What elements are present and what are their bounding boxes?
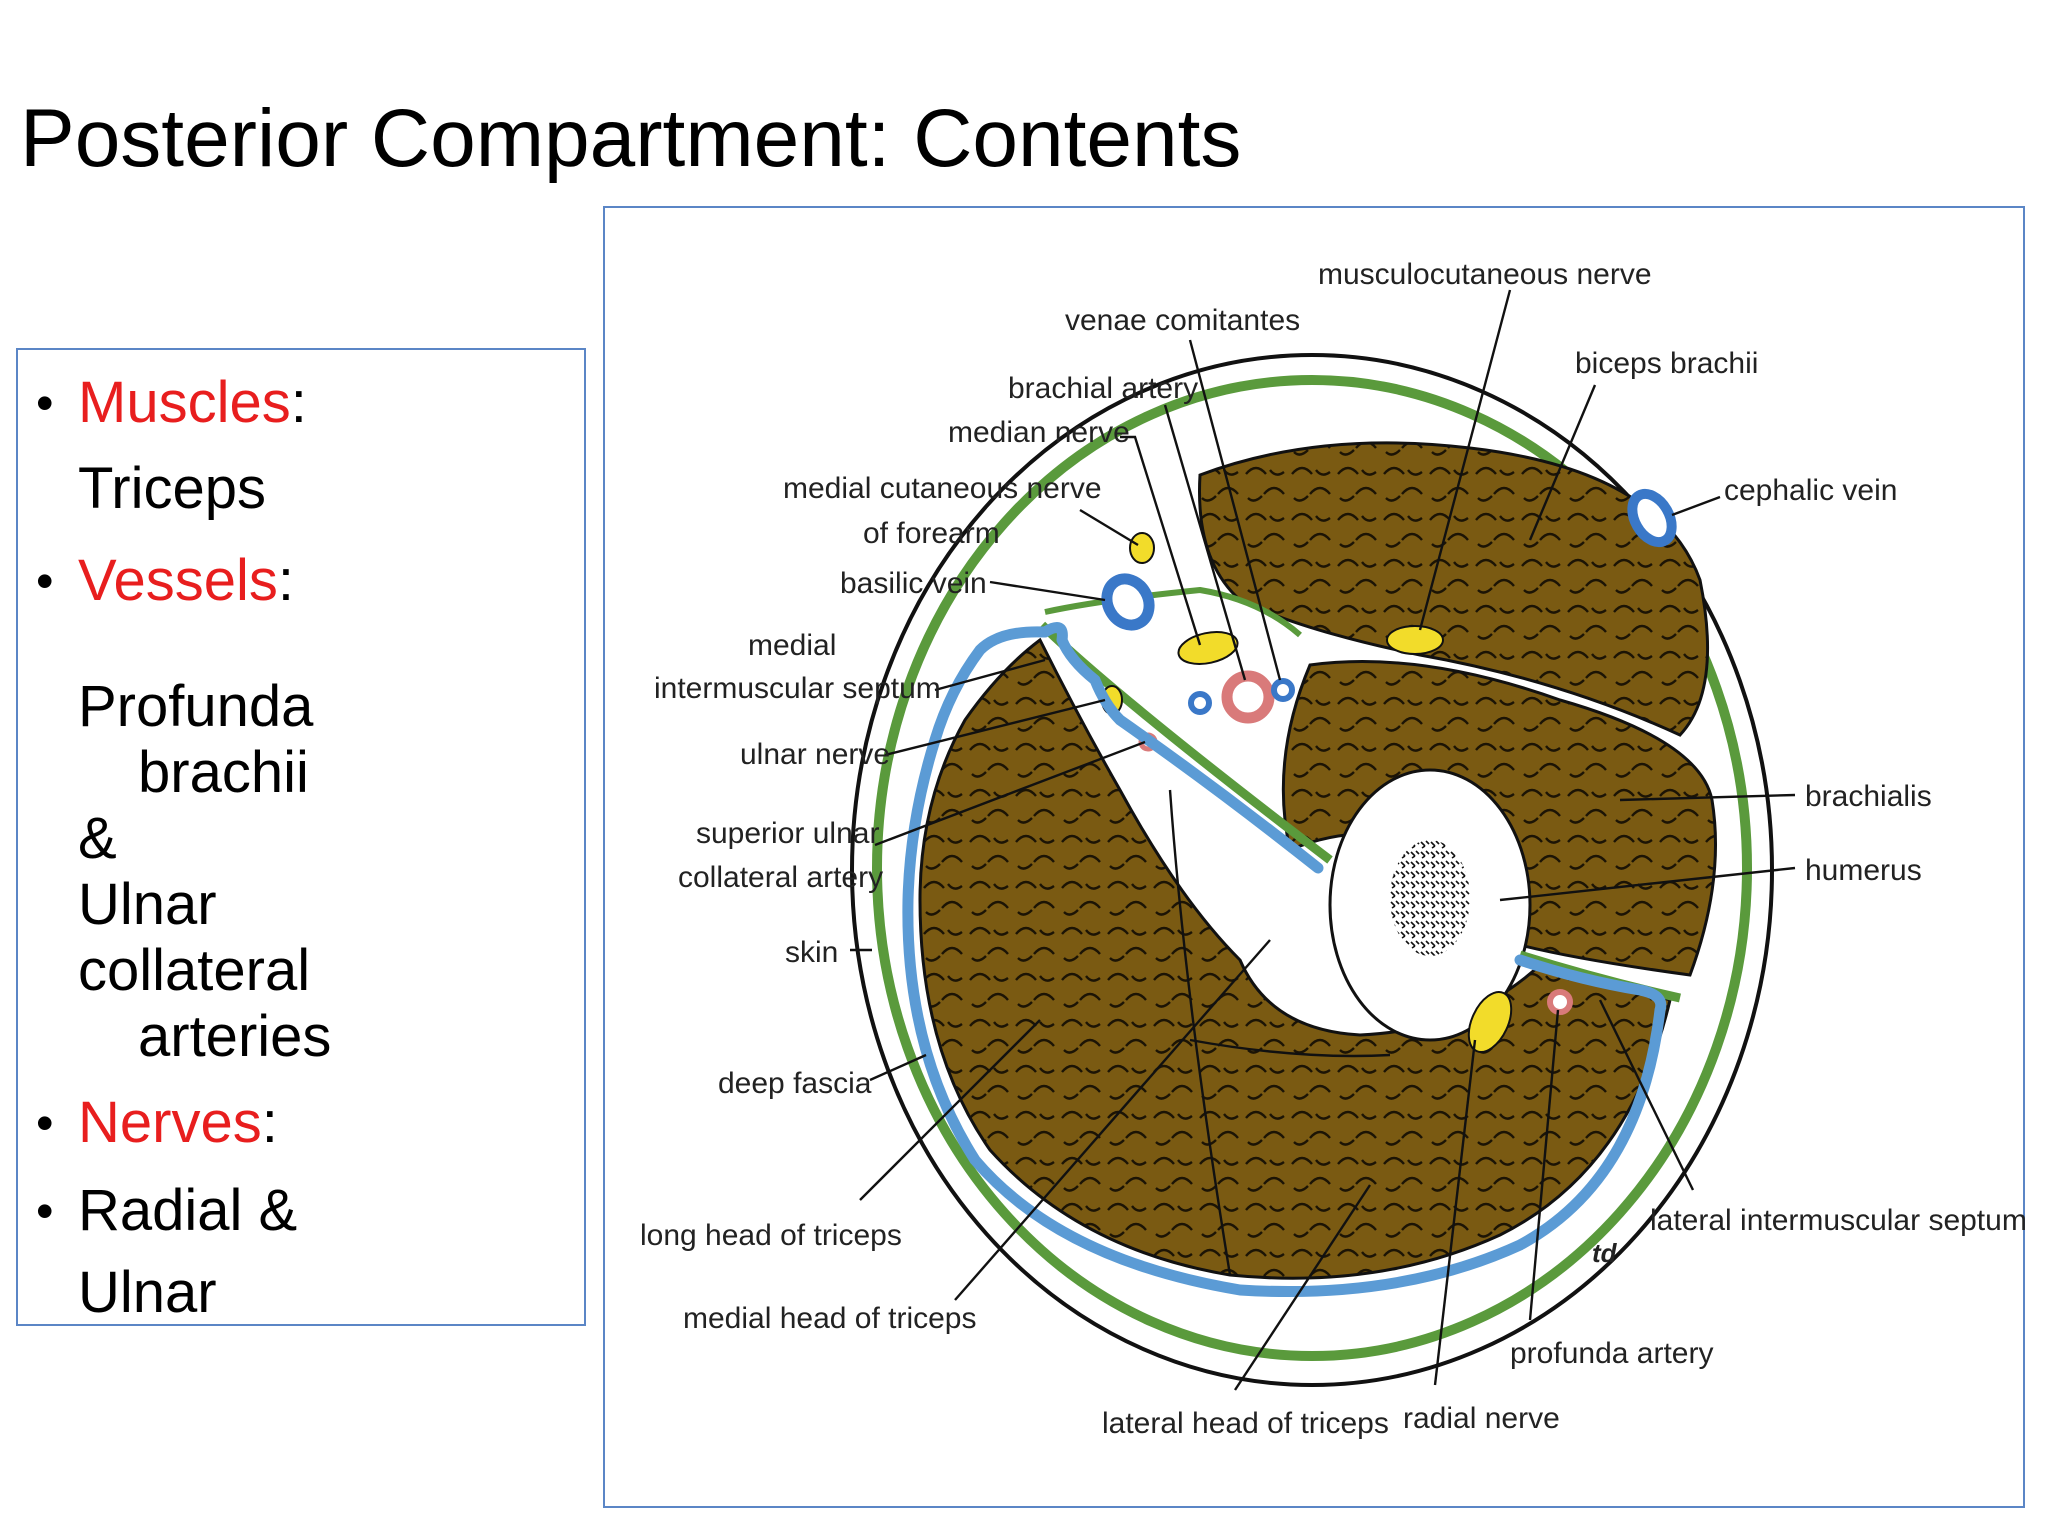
leader-line: [1233, 1184, 1372, 1391]
bullet-dot: •: [36, 375, 54, 431]
slide-title: Posterior Compartment: Contents: [20, 93, 1242, 184]
label-intermuscular-septum: intermuscular septum: [654, 672, 941, 705]
leader-line: [884, 698, 1106, 757]
leader-line: [1619, 793, 1796, 802]
label-biceps-brachii: biceps brachii: [1575, 347, 1758, 380]
bullet-box: • Muscles: Triceps • Vessels: Profunda b…: [16, 348, 586, 1326]
muscles-value: Triceps: [78, 456, 266, 521]
leader-line: [1079, 508, 1139, 547]
label-brachialis: brachialis: [1805, 780, 1932, 813]
muscles-label: Muscles: [78, 370, 291, 435]
label-basilic-vein: basilic vein: [840, 567, 987, 600]
label-medial: medial: [748, 629, 836, 662]
label-radial-nerve: radial nerve: [1403, 1402, 1560, 1435]
label-lateral-intermuscular-septum: lateral intermuscular septum: [1650, 1204, 2027, 1237]
label-venae-comitantes: venae comitantes: [1065, 304, 1300, 337]
leader-line: [1163, 404, 1247, 681]
leader-line: [1433, 1039, 1477, 1386]
medial-septum-upper: [1044, 586, 1302, 638]
leader-line: [1671, 495, 1721, 517]
profunda-artery: [1547, 989, 1573, 1015]
label-cephalic-vein: cephalic vein: [1724, 474, 1897, 507]
vessels-colon: :: [277, 548, 295, 613]
label-lateral-head-of-triceps: lateral head of triceps: [1102, 1407, 1389, 1440]
nerves-colon: :: [261, 1090, 278, 1155]
venae-comitantes: [1188, 691, 1212, 715]
label-humerus: humerus: [1805, 854, 1922, 887]
leader-line: [954, 939, 1271, 1301]
label-superior-ulnar: superior ulnar: [696, 817, 879, 850]
label-medial-cutaneous-nerve: medial cutaneous nerve: [783, 472, 1102, 505]
leader-line: [1120, 435, 1202, 646]
leader-line: [859, 1019, 1041, 1201]
musculocutaneous-nerve: [1386, 625, 1444, 655]
posterior-compartment-outline: [902, 622, 1667, 1298]
leader-line: [934, 658, 1046, 692]
triceps-head-divider: [1168, 789, 1232, 1276]
label-collateral-artery: collateral artery: [678, 861, 883, 894]
bullet-dot: •: [36, 1095, 54, 1151]
leader-line: [1499, 866, 1796, 902]
label-of-forearm: of forearm: [863, 517, 1000, 550]
artist-signature: td: [1592, 1238, 1618, 1268]
label-brachial-artery: brachial artery: [1008, 372, 1198, 405]
leader-line: [1188, 339, 1282, 681]
leader-line: [1418, 289, 1512, 631]
leader-line: [1528, 1009, 1560, 1321]
label-long-head-of-triceps: long head of triceps: [640, 1219, 902, 1252]
triceps-head-divider: [1189, 1038, 1391, 1058]
cephalic-vein: [1627, 488, 1677, 548]
bullet-dot: •: [36, 1183, 54, 1239]
nerves-line: Radial &: [78, 1178, 298, 1243]
leader-line: [869, 1053, 927, 1082]
label-median-nerve: median nerve: [948, 416, 1130, 449]
venae-comitantes: [1271, 678, 1295, 702]
nerves-label: Nerves: [78, 1090, 262, 1155]
leader-line: [1598, 999, 1695, 1191]
vessels-label: Vessels: [78, 548, 278, 613]
leader-line: [1528, 384, 1597, 541]
brachial-artery: [1221, 670, 1275, 724]
basilic-vein: [1101, 573, 1155, 631]
label-skin: skin: [785, 936, 838, 969]
leader-line: [989, 580, 1106, 602]
medial-cutaneous-nerve: [1129, 532, 1155, 564]
leader-line: [874, 740, 1146, 847]
radial-nerve: [1467, 991, 1513, 1053]
label-musculocutaneous-nerve: musculocutaneous nerve: [1318, 258, 1652, 291]
bullet-dot: •: [36, 553, 54, 609]
label-deep-fascia: deep fascia: [718, 1067, 872, 1100]
label-profunda-artery: profunda artery: [1510, 1337, 1713, 1370]
label-ulnar-nerve: ulnar nerve: [740, 738, 890, 771]
median-nerve: [1177, 631, 1239, 665]
triceps-compartment: [918, 637, 1672, 1280]
muscles-colon: :: [290, 370, 307, 435]
humerus-marrow: [1390, 840, 1470, 956]
label-medial-head-of-triceps: medial head of triceps: [683, 1302, 977, 1335]
